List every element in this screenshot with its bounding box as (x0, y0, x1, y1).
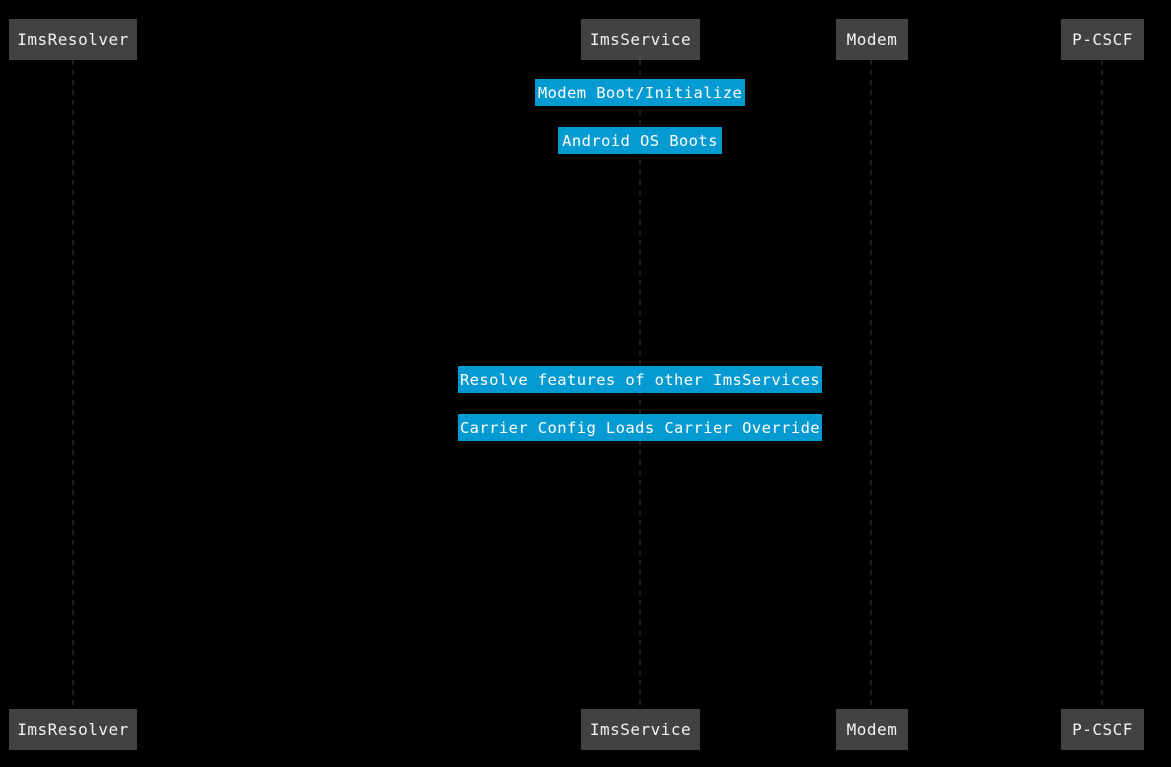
participant-footer-p-cscf[interactable]: P-CSCF (1061, 709, 1144, 750)
note-carrier-config-loads-carrier-override[interactable]: Carrier Config Loads Carrier Override (458, 414, 822, 441)
lifeline-modem (870, 60, 872, 709)
participant-header-p-cscf[interactable]: P-CSCF (1061, 19, 1144, 60)
note-modem-boot-initialize[interactable]: Modem Boot/Initialize (535, 79, 745, 106)
participant-header-ims-service[interactable]: ImsService (581, 19, 700, 60)
note-resolve-features-of-other-imsservices[interactable]: Resolve features of other ImsServices (458, 366, 822, 393)
participant-footer-ims-resolver[interactable]: ImsResolver (9, 709, 137, 750)
note-android-os-boots[interactable]: Android OS Boots (558, 127, 722, 154)
participant-header-modem[interactable]: Modem (836, 19, 908, 60)
participant-footer-ims-service[interactable]: ImsService (581, 709, 700, 750)
lifeline-ims-resolver (72, 60, 74, 709)
participant-footer-modem[interactable]: Modem (836, 709, 908, 750)
lifeline-p-cscf (1101, 60, 1103, 709)
participant-header-ims-resolver[interactable]: ImsResolver (9, 19, 137, 60)
